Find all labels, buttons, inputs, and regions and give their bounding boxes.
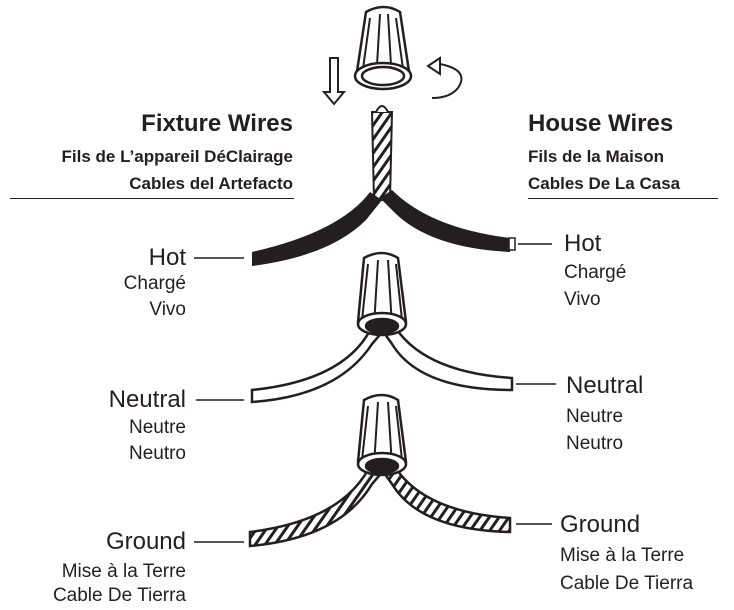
ground-spanish-right: Cable De Tierra — [560, 573, 694, 594]
house-wires-spanish: Cables De La Casa — [528, 174, 681, 193]
hot-label-right: Hot — [564, 230, 602, 257]
wire-nut-icon — [356, 251, 408, 337]
ground-label-right: Ground — [560, 511, 641, 538]
hot-french-right: Chargé — [564, 262, 627, 283]
fixture-wires-heading: Fixture Wires — [141, 110, 293, 137]
wire-nut-icon — [353, 5, 413, 91]
hot-spanish-right: Vivo — [564, 289, 601, 310]
hot-label-left: Hot — [148, 244, 186, 271]
ground-spanish-left: Cable De Tierra — [52, 585, 186, 606]
down-arrow-icon — [321, 57, 347, 106]
ground-label-left: Ground — [105, 528, 186, 555]
fixture-wires-french: Fils de L’appareil DéClairage — [61, 147, 293, 166]
rotate-arrow-icon — [426, 56, 463, 99]
right-heading-rule — [528, 198, 718, 199]
hot-french-left: Chargé — [123, 273, 186, 294]
ground-french-left: Mise à la Terre — [61, 561, 186, 582]
ground-french-right: Mise à la Terre — [560, 545, 685, 566]
house-wires-french: Fils de la Maison — [528, 147, 665, 166]
neutral-label-right: Neutral — [566, 372, 644, 399]
neutral-french-left: Neutre — [128, 417, 186, 438]
hot-spanish-left: Vivo — [149, 299, 186, 320]
hot-wire — [252, 190, 516, 266]
leader-lines — [194, 243, 556, 543]
neutral-spanish-left: Neutro — [128, 443, 186, 464]
neutral-french-right: Neutre — [566, 406, 624, 427]
neutral-label-left: Neutral — [108, 386, 186, 413]
neutral-spanish-right: Neutro — [566, 433, 624, 454]
house-wires-heading: House Wires — [528, 110, 674, 137]
fixture-wires-spanish: Cables del Artefacto — [129, 174, 293, 193]
wire-nut-icon — [356, 393, 408, 477]
left-heading-rule — [10, 198, 294, 199]
twisted-wires — [370, 105, 394, 201]
